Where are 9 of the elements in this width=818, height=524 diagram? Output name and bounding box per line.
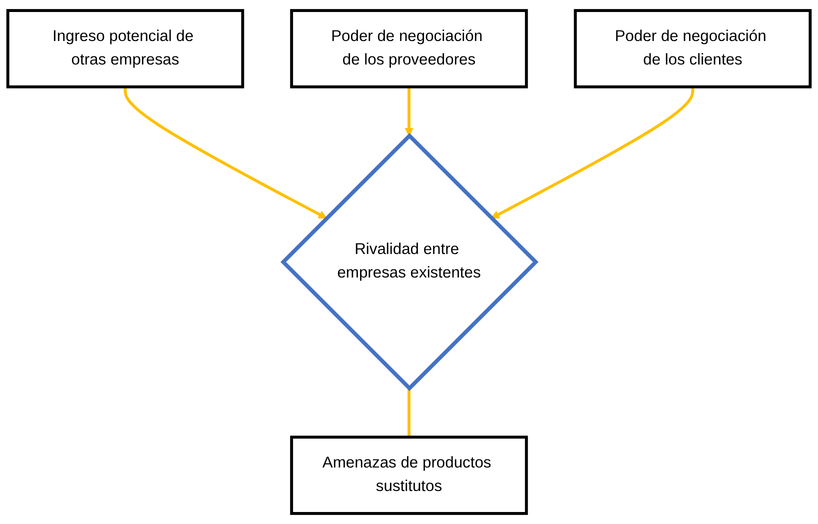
node-box: Amenazas de productos sustitutos	[290, 436, 528, 515]
node-box: Ingreso potencial de otras empresas	[6, 9, 244, 88]
node-box: Poder de negociación de los clientes	[574, 9, 812, 88]
arrow	[124, 86, 327, 219]
arrow	[404, 86, 414, 136]
arrow	[491, 86, 694, 219]
node-diamond: Rivalidad entre empresas existentes	[280, 133, 538, 391]
connector	[408, 388, 410, 438]
node-box: Poder de negociación de los proveedores	[290, 9, 528, 88]
